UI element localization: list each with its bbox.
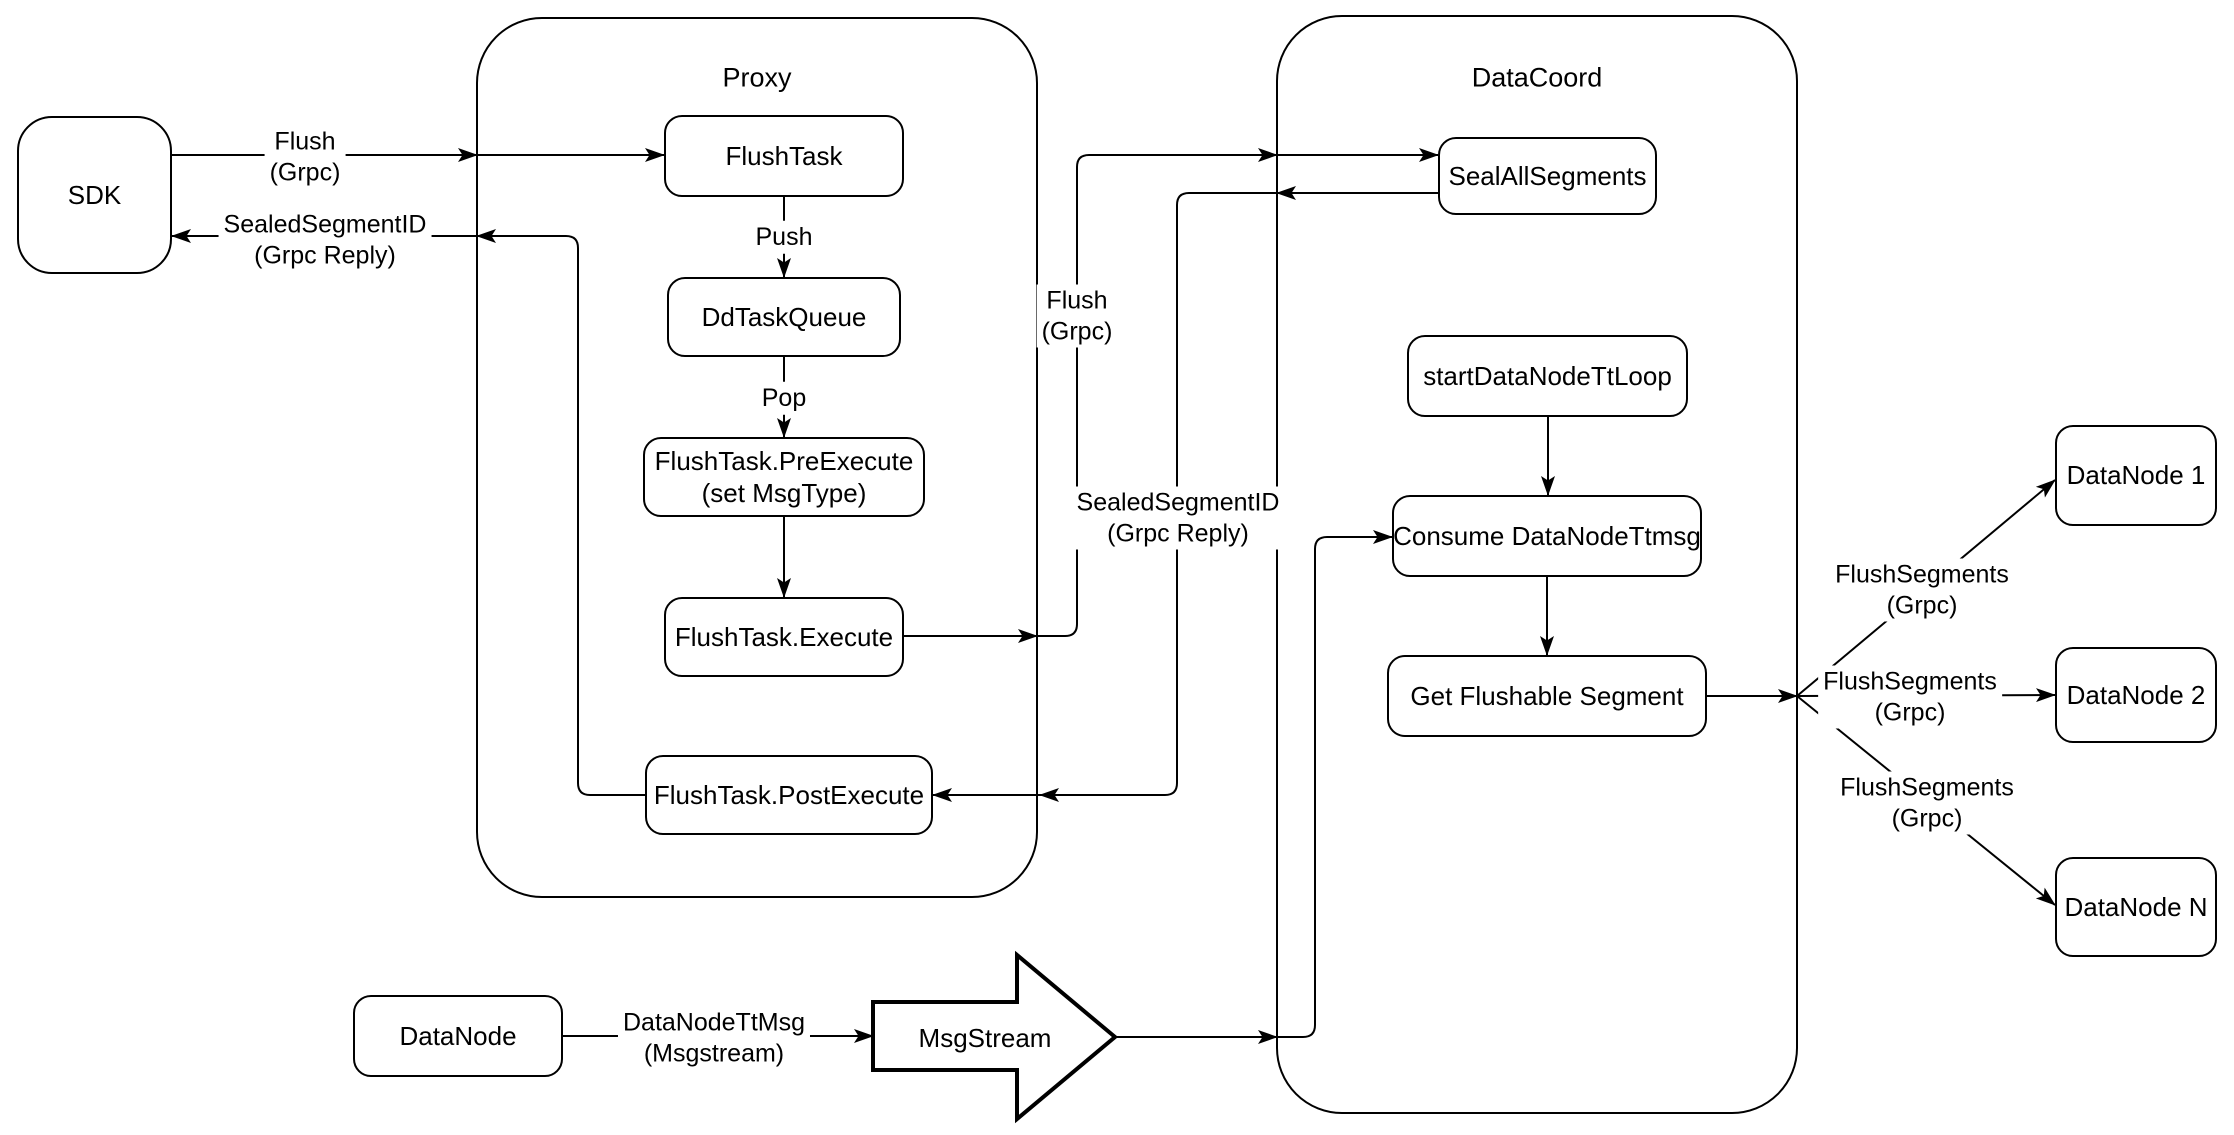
datacoord-title: DataCoord (1471, 62, 1603, 93)
label-pop: Pop (756, 381, 812, 415)
datanoden-node: DataNode N (2055, 857, 2217, 957)
label-line: (Grpc) (1891, 804, 1963, 832)
label-flushsegments-1: FlushSegments (Grpc) (1830, 558, 2014, 622)
edge-postexecute-to-proxy-reply (476, 229, 645, 796)
msgstream-label: MsgStream (919, 1023, 1052, 1053)
consume-datanodettmsg-label: Consume DataNodeTtmsg (1393, 520, 1701, 551)
edge-datacoord-edge-to-consume (1277, 530, 1393, 1038)
label-line: (Grpc) (1041, 317, 1113, 345)
sdk-label: SDK (67, 179, 122, 210)
execute-label: FlushTask.Execute (674, 621, 894, 652)
ddtaskqueue-node: DdTaskQueue (667, 277, 901, 357)
datanode1-label: DataNode 1 (2066, 460, 2206, 491)
label-line: FlushSegments (1823, 667, 1997, 696)
label-line: Flush (274, 127, 336, 156)
label-flushsegments-3: FlushSegments (Grpc) (1835, 771, 2019, 835)
postexecute-label: FlushTask.PostExecute (653, 779, 925, 810)
preexecute-label: FlushTask.PreExecute (654, 445, 914, 476)
preexecute-node: FlushTask.PreExecute (set MsgType) (643, 437, 925, 517)
proxy-title: Proxy (722, 62, 792, 93)
label-datanodettmsg: DataNodeTtMsg (Msgstream) (617, 1006, 811, 1070)
label-sealedsegmentid-sdk: SealedSegmentID (Grpc Reply) (218, 208, 432, 272)
datanode-label: DataNode (399, 1020, 517, 1051)
postexecute-node: FlushTask.PostExecute (645, 755, 933, 835)
msgstream-arrow-shape (871, 950, 1119, 1124)
label-line: (Grpc) (1874, 698, 1946, 726)
label-line: DataNodeTtMsg (622, 1008, 806, 1037)
label-line: FlushSegments (1840, 773, 2014, 802)
getflushablesegment-node: Get Flushable Segment (1387, 655, 1707, 737)
sealallsegments-node: SealAllSegments (1438, 137, 1657, 215)
label-line: Push (755, 222, 813, 251)
datanoden-label: DataNode N (2064, 891, 2208, 922)
label-line: (Msgstream) (643, 1039, 785, 1067)
label-push: Push (750, 220, 818, 254)
datanode-node: DataNode (353, 995, 563, 1077)
ddtaskqueue-label: DdTaskQueue (701, 301, 867, 332)
datacoord-container (1276, 15, 1798, 1114)
sealallsegments-label: SealAllSegments (1448, 160, 1647, 191)
datanode2-node: DataNode 2 (2055, 647, 2217, 743)
label-flushsegments-2: FlushSegments (Grpc) (1818, 665, 2002, 729)
getflushablesegment-label: Get Flushable Segment (1410, 680, 1684, 711)
label-line: (Grpc) (269, 158, 341, 186)
label-line: SealedSegmentID (1076, 488, 1280, 517)
flushtask-label: FlushTask (725, 140, 843, 171)
label-line: FlushSegments (1835, 560, 2009, 589)
label-line: (Grpc) (1886, 591, 1958, 619)
preexecute-sublabel: (set MsgType) (701, 478, 867, 508)
consume-datanodettmsg-node: Consume DataNodeTtmsg (1392, 495, 1702, 577)
label-line: Pop (761, 383, 807, 412)
sdk-node: SDK (17, 116, 172, 274)
edge-proxy-edge-to-datacoord-flush (1037, 148, 1278, 637)
label-line: SealedSegmentID (223, 210, 427, 239)
datanode2-label: DataNode 2 (2066, 679, 2206, 710)
flushtask-node: FlushTask (664, 115, 904, 197)
label-flush-grpc-sdk: Flush (Grpc) (264, 125, 346, 189)
label-line: (Grpc Reply) (254, 241, 396, 269)
label-line: Flush (1046, 286, 1108, 315)
proxy-container (476, 17, 1038, 898)
startdatanodettloop-node: startDataNodeTtLoop (1407, 335, 1688, 417)
datanode1-node: DataNode 1 (2055, 425, 2217, 526)
label-flush-grpc-mid: Flush (Grpc) (1036, 284, 1118, 348)
label-sealedsegmentid-mid: SealedSegmentID (Grpc Reply) (1071, 486, 1285, 550)
execute-node: FlushTask.Execute (664, 597, 904, 677)
label-line: (Grpc Reply) (1107, 519, 1249, 547)
startdatanodettloop-label: startDataNodeTtLoop (1423, 360, 1672, 391)
